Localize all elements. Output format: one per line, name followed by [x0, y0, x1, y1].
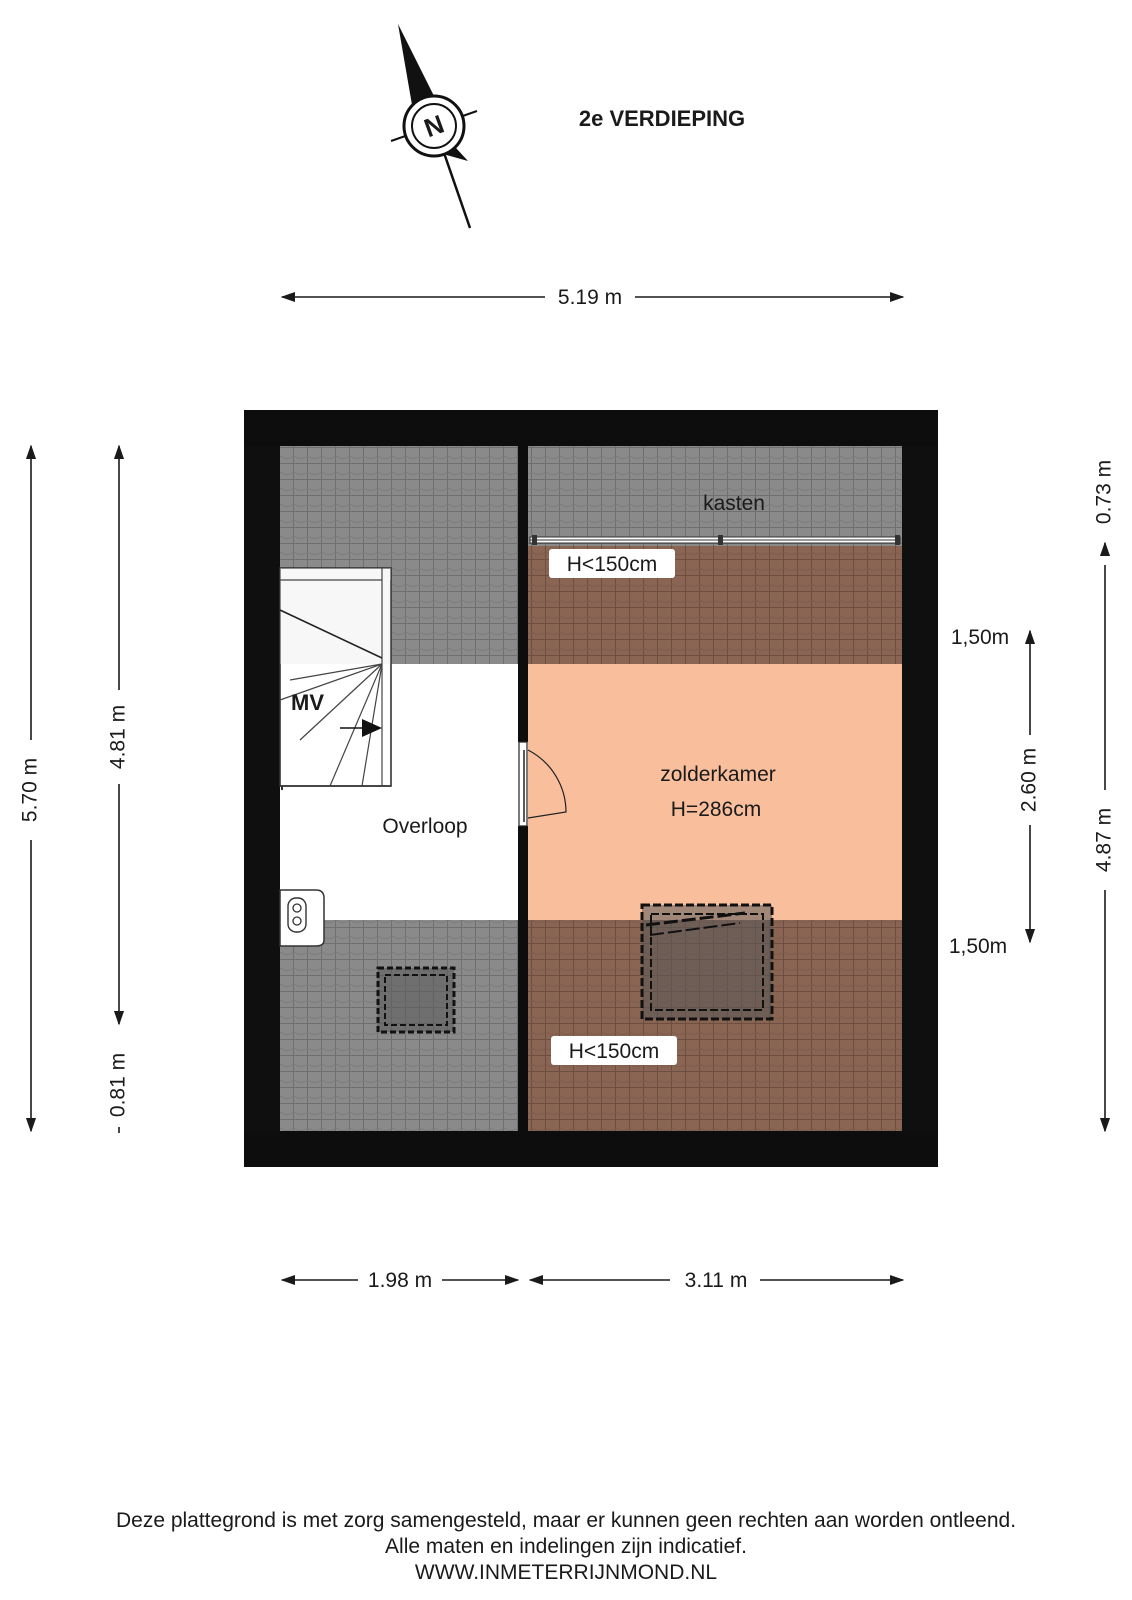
- disclaimer-line-2: Alle maten en indelingen zijn indicatief…: [385, 1535, 747, 1558]
- dim-slope-bottom-label: 1,50m: [949, 935, 1007, 958]
- zolderkamer-floor: [528, 664, 902, 920]
- dim-inner-bottom: 0.81 m: [107, 1053, 130, 1133]
- low-height-bottom-badge: H<150cm: [551, 1036, 677, 1065]
- wardrobe-doors: [529, 535, 901, 545]
- dim-room-height: 2.60 m: [1018, 629, 1041, 944]
- dim-inner-bottom-label: 0.81 m: [107, 1053, 130, 1117]
- door-opening: [518, 742, 528, 826]
- kasten-area: [528, 446, 902, 546]
- low-height-top-badge: H<150cm: [549, 549, 675, 578]
- overloop-label: Overloop: [382, 815, 467, 838]
- kasten-label: kasten: [703, 492, 765, 515]
- compass-rose: N: [390, 24, 478, 229]
- dim-left-width: 1.98 m: [280, 1269, 520, 1292]
- dim-right-width: 3.11 m: [528, 1269, 905, 1292]
- dim-total-width-label: 5.19 m: [558, 286, 622, 309]
- skylight-right: [640, 903, 774, 1021]
- stair-direction-arrow: [362, 719, 382, 737]
- door-swing: [527, 749, 567, 819]
- dim-total-height-label: 5.70 m: [19, 758, 42, 822]
- mv-label: MV: [291, 690, 324, 715]
- floor-title: 2e VERDIEPING: [579, 106, 745, 131]
- zolderkamer-label: zolderkamer: [660, 763, 776, 786]
- boiler-unit: [279, 889, 325, 947]
- dim-slope-top-label: 1,50m: [951, 626, 1009, 649]
- staircase: [279, 567, 392, 790]
- low-height-top-label: H<150cm: [567, 553, 657, 576]
- zolderkamer-height-label: H=286cm: [671, 798, 761, 821]
- dim-right-width-label: 3.11 m: [685, 1269, 748, 1292]
- dim-right-top-label: 0.73 m: [1093, 460, 1116, 524]
- dim-room-height-label: 2.60 m: [1018, 748, 1041, 812]
- dim-total-width: 5.19 m: [280, 286, 905, 309]
- dim-inner-height: 4.81 m: [107, 444, 130, 1026]
- disclaimer-line-1: Deze plattegrond is met zorg samengestel…: [115, 1509, 1017, 1532]
- dim-left-width-label: 1.98 m: [368, 1269, 432, 1292]
- building-plan: kasten H<150cm H<150cm zolderkamer H=286…: [244, 410, 938, 1167]
- website-link[interactable]: WWW.INMETERRIJNMOND.NL: [414, 1561, 718, 1584]
- skylight-left: [376, 966, 456, 1034]
- dim-right-total: 4.87 m: [1093, 565, 1116, 1133]
- dim-inner-height-label: 4.81 m: [107, 705, 130, 769]
- dim-right-top: 0.73 m: [1093, 460, 1116, 556]
- low-height-bottom-label: H<150cm: [569, 1040, 659, 1063]
- dim-total-height: 5.70 m: [19, 444, 42, 1133]
- dim-right-total-label: 4.87 m: [1093, 808, 1116, 872]
